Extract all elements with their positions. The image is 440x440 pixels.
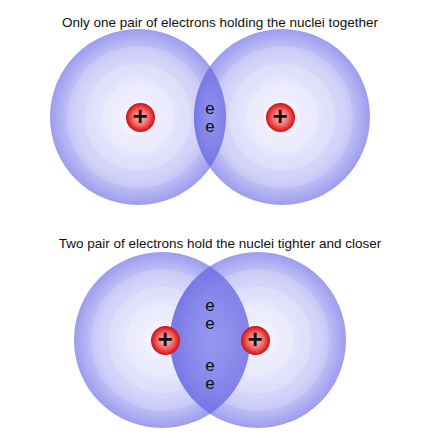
cloud-rings bbox=[170, 252, 346, 428]
cloud-rings bbox=[194, 29, 370, 205]
heading: Two pair of electrons hold the nuclei ti… bbox=[59, 236, 382, 251]
electron-cloud bbox=[50, 29, 226, 205]
heading: Only one pair of electrons holding the n… bbox=[62, 15, 378, 30]
electron-symbol: e bbox=[205, 118, 214, 135]
nucleus-circle bbox=[151, 326, 180, 355]
electron-symbol: e bbox=[205, 297, 214, 314]
electron-symbol: e bbox=[205, 315, 214, 332]
electron-cloud bbox=[194, 29, 370, 205]
single-bond-atoms bbox=[50, 29, 370, 205]
electron-symbol: e bbox=[205, 357, 214, 374]
charge-sign: + bbox=[132, 103, 147, 129]
electron-symbol: e bbox=[205, 375, 214, 392]
charge-sign: + bbox=[247, 326, 262, 352]
charge-sign: + bbox=[272, 103, 287, 129]
nucleus: + bbox=[265, 102, 296, 133]
shared-region bbox=[170, 266, 250, 414]
shared-region bbox=[194, 66, 226, 167]
electron-cloud bbox=[74, 252, 250, 428]
cloud-rings bbox=[50, 29, 226, 205]
charge-sign: + bbox=[157, 326, 172, 352]
nucleus: + bbox=[150, 325, 181, 356]
electron-symbol: e bbox=[205, 100, 214, 117]
nucleus: + bbox=[125, 102, 156, 133]
nucleus-circle bbox=[241, 326, 270, 355]
double-bond-atoms bbox=[74, 252, 346, 428]
cloud-rings bbox=[74, 252, 250, 428]
nucleus: + bbox=[240, 325, 271, 356]
electron-cloud bbox=[170, 252, 346, 428]
nucleus-circle bbox=[266, 103, 295, 132]
nucleus-circle bbox=[126, 103, 155, 132]
